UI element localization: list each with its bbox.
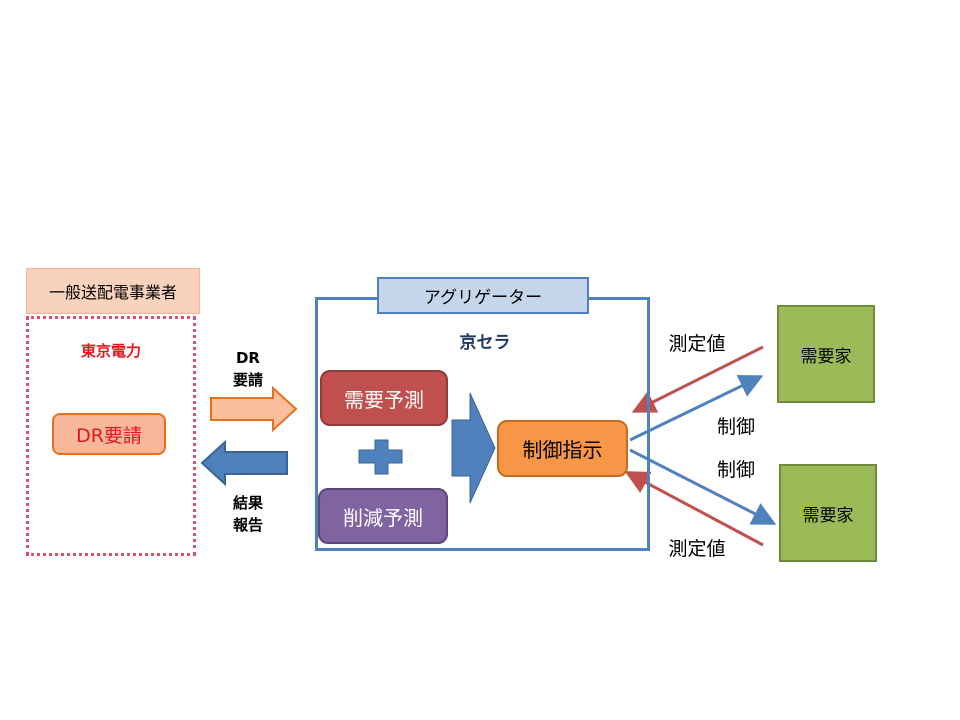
measurement-arrow-top (631, 345, 764, 413)
result-report-arrow (200, 439, 288, 487)
merge-arrow (451, 392, 496, 504)
consumer-box-2: 需要家 (779, 464, 877, 562)
result-report-label-line1: 結果 (232, 494, 263, 512)
measurement-arrow-bottom (624, 471, 764, 547)
dr-request-label-line1: DR (235, 349, 260, 367)
dr-request-box: DR要請 (52, 413, 166, 455)
consumer-box-1: 需要家 (777, 305, 875, 403)
control-arrow-top (629, 375, 764, 442)
tepco-label: 東京電力 (80, 341, 141, 360)
aggregator-title: アグリゲーター (377, 277, 589, 314)
dr-request-arrow (210, 385, 298, 433)
control-label-top: 制御 (716, 415, 755, 438)
control-label-bottom: 制御 (716, 458, 755, 481)
reduction-forecast-box: 削減予測 (318, 488, 448, 544)
result-report-label-line2: 報告 (232, 516, 263, 534)
result-report-label: 結果 報告 (222, 490, 274, 538)
measurement-label-bottom: 測定値 (668, 537, 726, 560)
demand-forecast-box: 需要予測 (320, 370, 448, 426)
transmission-operator-frame (26, 316, 196, 556)
plus-icon (358, 439, 403, 475)
dr-request-label-line2: 要請 (232, 371, 263, 389)
kyocera-label: 京セラ (459, 332, 511, 353)
measurement-label-top: 測定値 (668, 332, 726, 355)
transmission-operator-header: 一般送配電事業者 (26, 268, 200, 314)
control-arrow-bottom (629, 448, 777, 525)
control-instruction-box: 制御指示 (497, 420, 628, 477)
dr-request-label: DR 要請 (222, 345, 274, 393)
